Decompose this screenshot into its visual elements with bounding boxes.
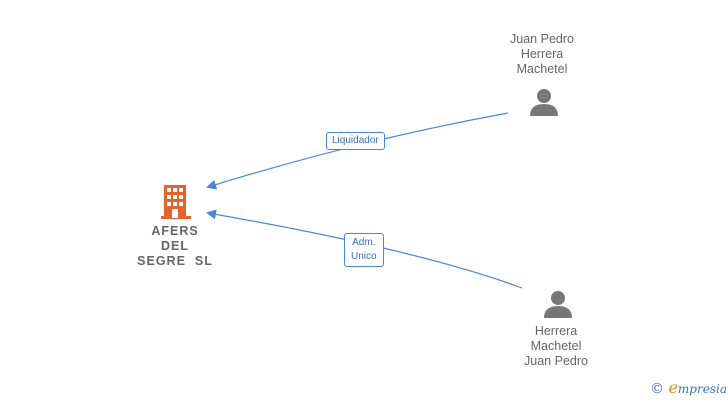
edge-label-liquidador[interactable]: Liquidador bbox=[326, 132, 385, 150]
brand-name: mpresia bbox=[677, 382, 727, 396]
person-name-line: Juan Pedro bbox=[524, 354, 588, 368]
person-icon-top bbox=[530, 89, 558, 116]
edge-label-text: Liquidador bbox=[332, 135, 379, 146]
person-top-name[interactable]: Juan Pedro Herrera Machetel bbox=[492, 32, 592, 77]
edge-label-adm-unico[interactable]: Adm. Unico bbox=[344, 233, 384, 267]
person-bottom-name[interactable]: Herrera Machetel Juan Pedro bbox=[506, 324, 606, 369]
person-name-line: Machetel bbox=[530, 339, 582, 353]
edge-top-line bbox=[206, 112, 509, 190]
person-name-line: Juan Pedro bbox=[510, 32, 574, 46]
brand-initial: e bbox=[668, 378, 678, 397]
edge-label-text: Adm. bbox=[352, 237, 376, 248]
copyright-icon: © bbox=[650, 381, 664, 397]
company-name-line: AFERS bbox=[151, 224, 199, 238]
edge-label-text: Unico bbox=[351, 251, 377, 262]
person-name-line: Herrera bbox=[520, 47, 564, 61]
person-icon-bottom bbox=[544, 291, 572, 318]
person-name-line: Machetel bbox=[516, 62, 568, 76]
company-name-line: DEL bbox=[161, 239, 189, 253]
company-name-line: SEGRE SL bbox=[137, 254, 213, 268]
brand-watermark: © empresia bbox=[650, 378, 727, 397]
edge-bottom-line bbox=[206, 209, 523, 289]
person-name-line: Herrera bbox=[534, 324, 578, 338]
building-icon bbox=[161, 185, 191, 219]
company-name[interactable]: AFERS DEL SEGRE SL bbox=[130, 224, 220, 269]
